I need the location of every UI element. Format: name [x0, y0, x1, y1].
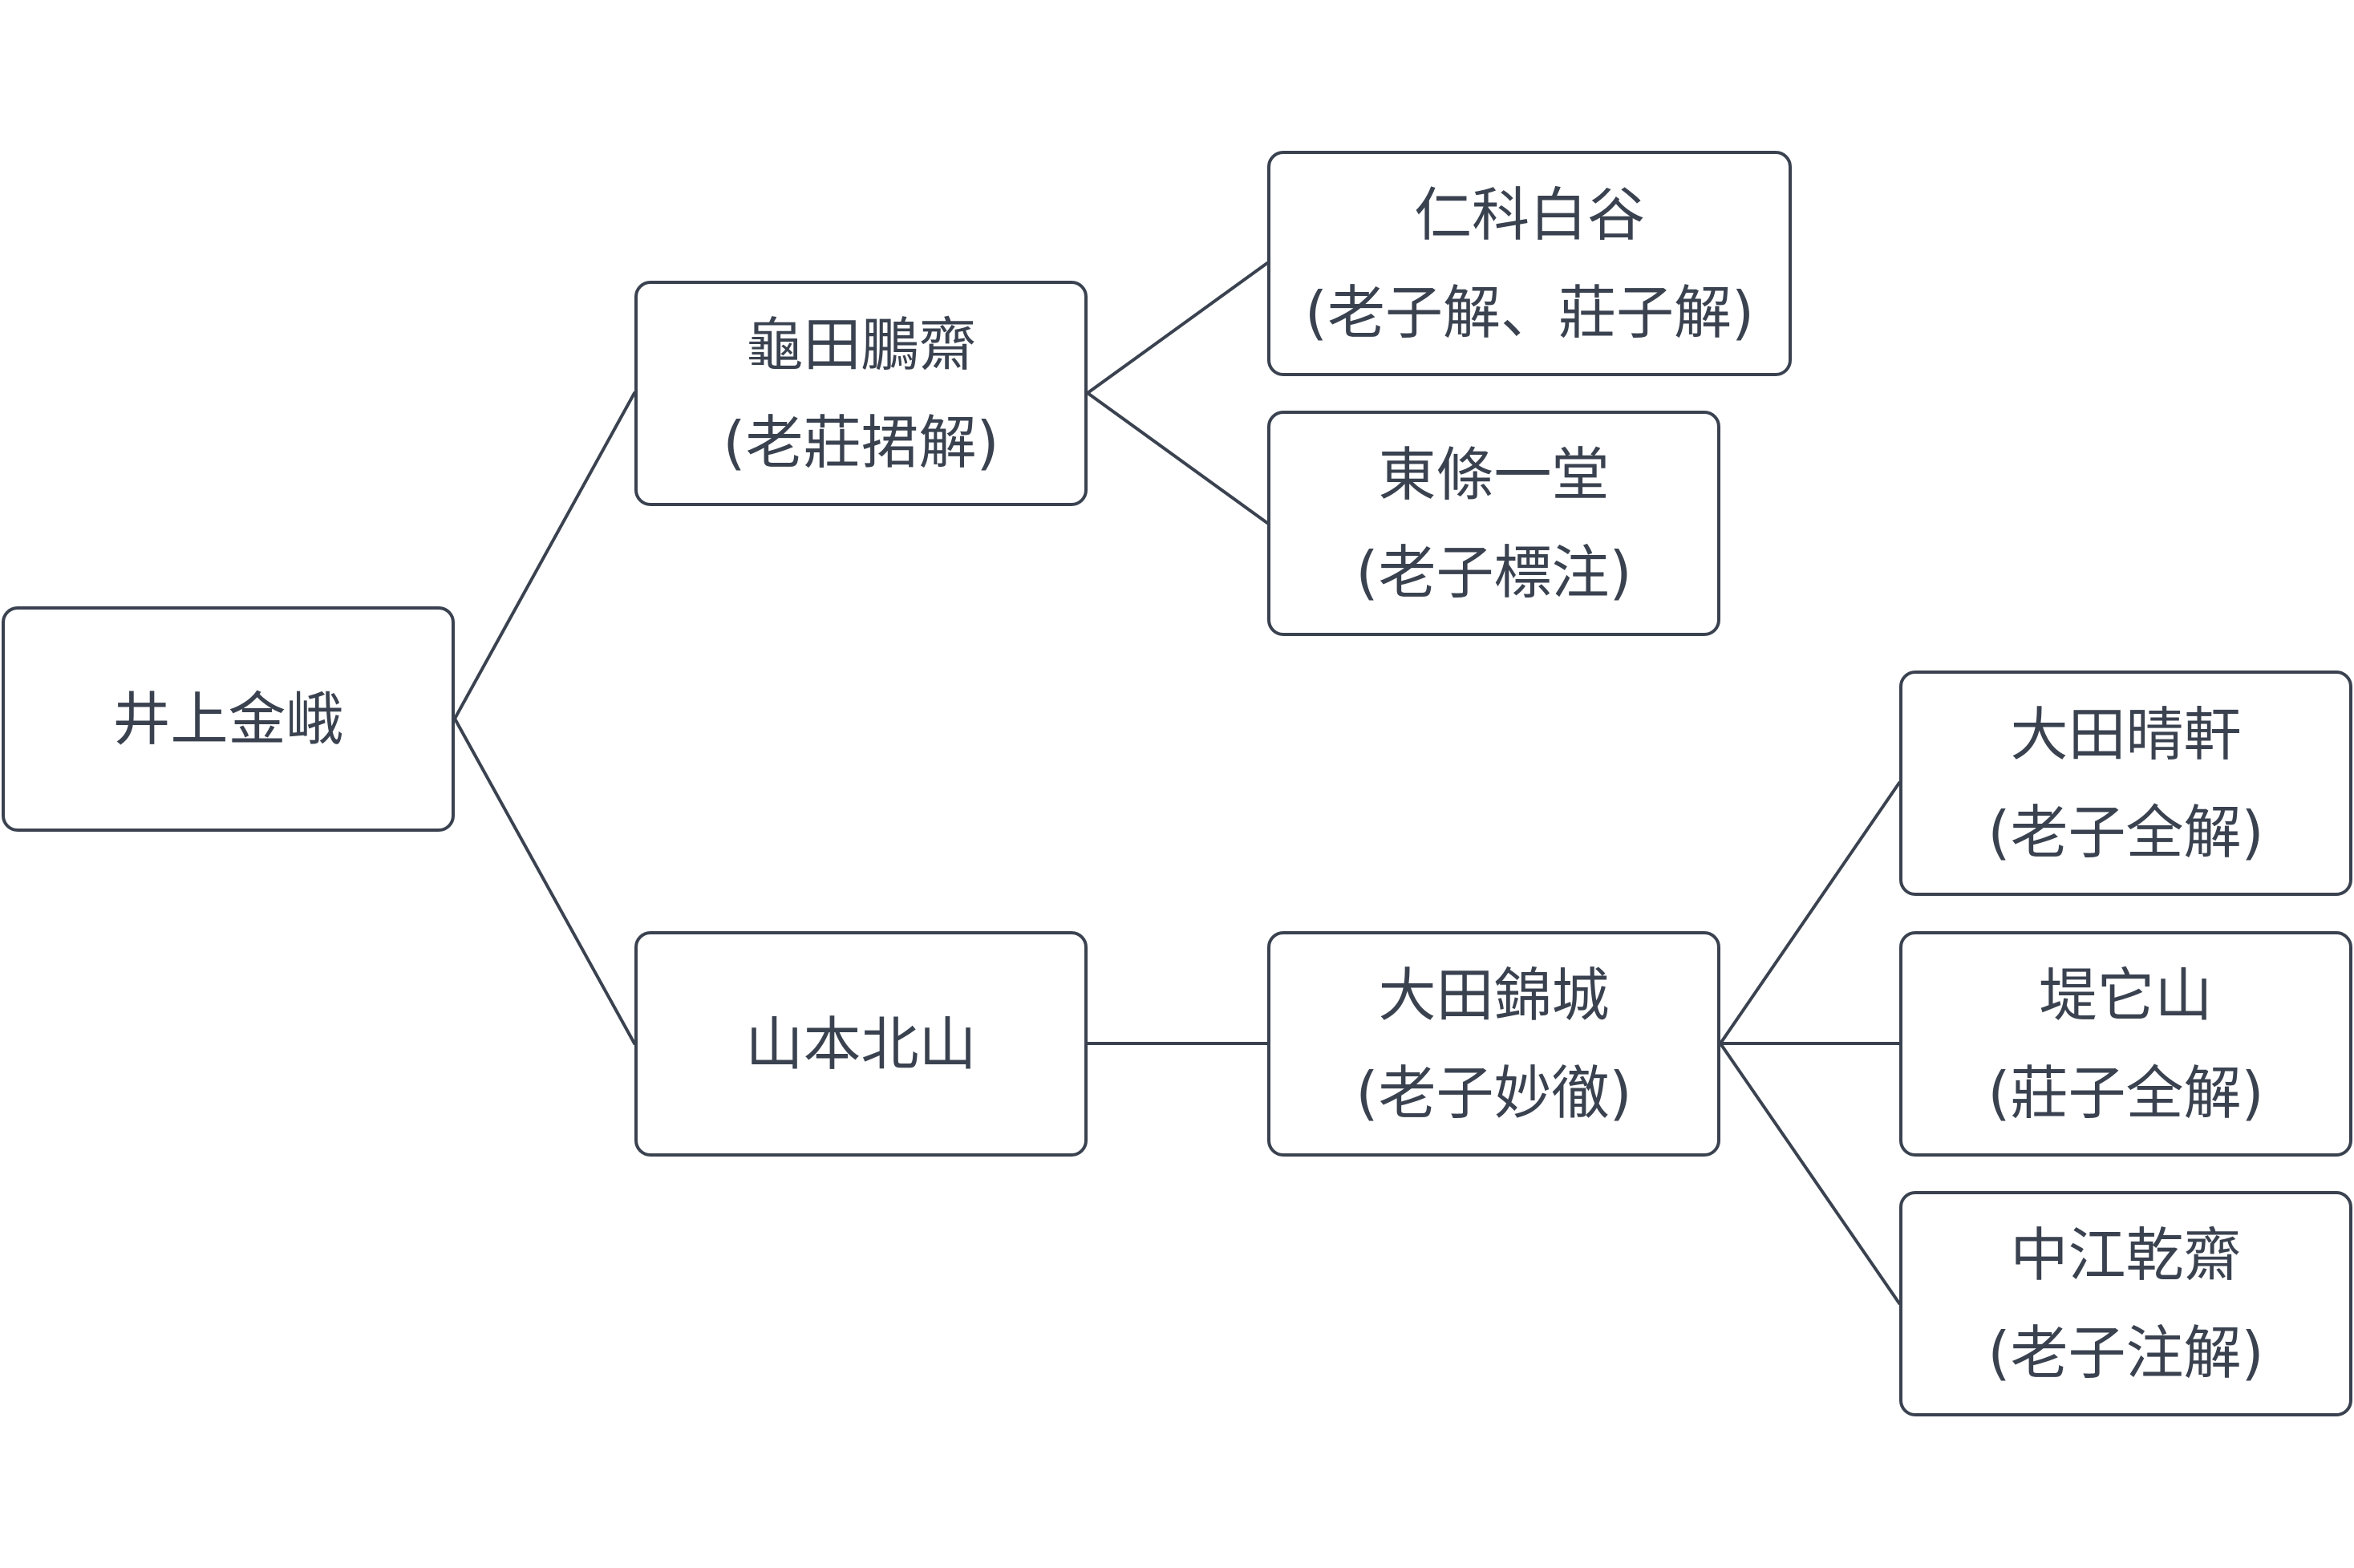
node-yamamoto-hokuzan: 山本北山 [634, 931, 1088, 1157]
node-tojo-ichido: 東條一堂 (老子標注) [1267, 411, 1720, 636]
edge-kinjo-nakae [1719, 1042, 1901, 1305]
edge-kameda-nishina [1086, 261, 1269, 395]
node-name: 大田錦城 [1378, 961, 1610, 1029]
node-name: 山本北山 [745, 1010, 977, 1078]
node-name: 龜田鵬齋 [745, 310, 977, 379]
node-nakae-kensai: 中江乾齋 (老子注解) [1899, 1191, 2352, 1416]
node-name: 井上金峨 [112, 685, 344, 753]
edge-root-yama [453, 717, 636, 1045]
node-name: 大田晴軒 [2010, 700, 2242, 768]
node-name: 仁科白谷 [1413, 180, 1645, 249]
edge-kameda-tojo [1086, 391, 1269, 525]
node-work: (老子注解) [1987, 1319, 2264, 1387]
node-ota-seiken: 大田晴軒 (老子全解) [1899, 671, 2352, 896]
node-work: (老莊捃解) [723, 408, 999, 476]
node-kameda-hosai: 龜田鵬齋 (老莊捃解) [634, 281, 1088, 506]
node-work: (莊子全解) [1987, 1059, 2264, 1127]
node-inoue-kinga: 井上金峨 [2, 606, 455, 832]
node-ota-kinjo: 大田錦城 (老子妙徹) [1267, 931, 1720, 1157]
node-nishina-hakukoku: 仁科白谷 (老子解、莊子解) [1267, 151, 1792, 376]
node-work: (老子全解) [1987, 798, 2264, 866]
node-name: 堤它山 [2039, 961, 2213, 1029]
node-work: (老子標注) [1355, 538, 1632, 606]
edge-root-kameda [453, 391, 636, 720]
node-name: 中江乾齋 [2010, 1221, 2242, 1289]
node-work: (老子妙徹) [1355, 1059, 1632, 1127]
node-tsutsumi-tazan: 堤它山 (莊子全解) [1899, 931, 2352, 1157]
node-name: 東條一堂 [1378, 440, 1610, 508]
edge-kinjo-seiken [1719, 781, 1901, 1045]
node-work: (老子解、莊子解) [1304, 278, 1755, 346]
